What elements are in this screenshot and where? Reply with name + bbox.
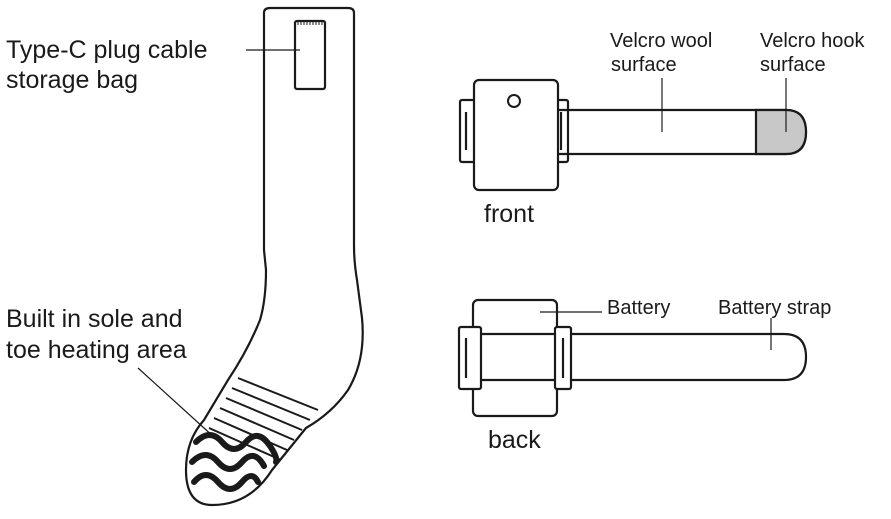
velcro-wool-label-line2: surface — [611, 54, 677, 76]
front-view — [458, 78, 808, 192]
front-caption: front — [484, 200, 534, 228]
battery-label: Battery — [607, 297, 670, 319]
heating-area-wave — [189, 432, 280, 492]
cable-bag-label-line2: storage bag — [6, 66, 138, 94]
heating-area-label-line2: toe heating area — [6, 336, 187, 364]
cable-storage-bag — [293, 19, 327, 91]
power-button — [507, 94, 521, 108]
sock-outline — [184, 6, 364, 507]
battery-strap-label: Battery strap — [718, 297, 831, 319]
back-caption: back — [488, 426, 541, 454]
sock — [184, 6, 364, 507]
back-left-buckle — [457, 325, 483, 391]
velcro-wool-label-line1: Velcro wool — [610, 30, 712, 52]
heating-area-leader — [137, 367, 216, 439]
toe-stripes — [208, 377, 319, 461]
back-view — [457, 298, 808, 418]
velcro-hook-label-line1: Velcro hook — [760, 30, 866, 52]
heating-area-label-line1: Built in sole and — [6, 305, 183, 333]
back-battery-strap — [460, 332, 808, 382]
cable-bag-label-line1: Type-C plug cable — [6, 36, 208, 64]
velcro-hook-surface — [754, 108, 808, 156]
velcro-hook-label-line2: surface — [760, 54, 826, 76]
cable-bag-zipper — [297, 20, 323, 25]
front-battery-box — [472, 78, 560, 192]
